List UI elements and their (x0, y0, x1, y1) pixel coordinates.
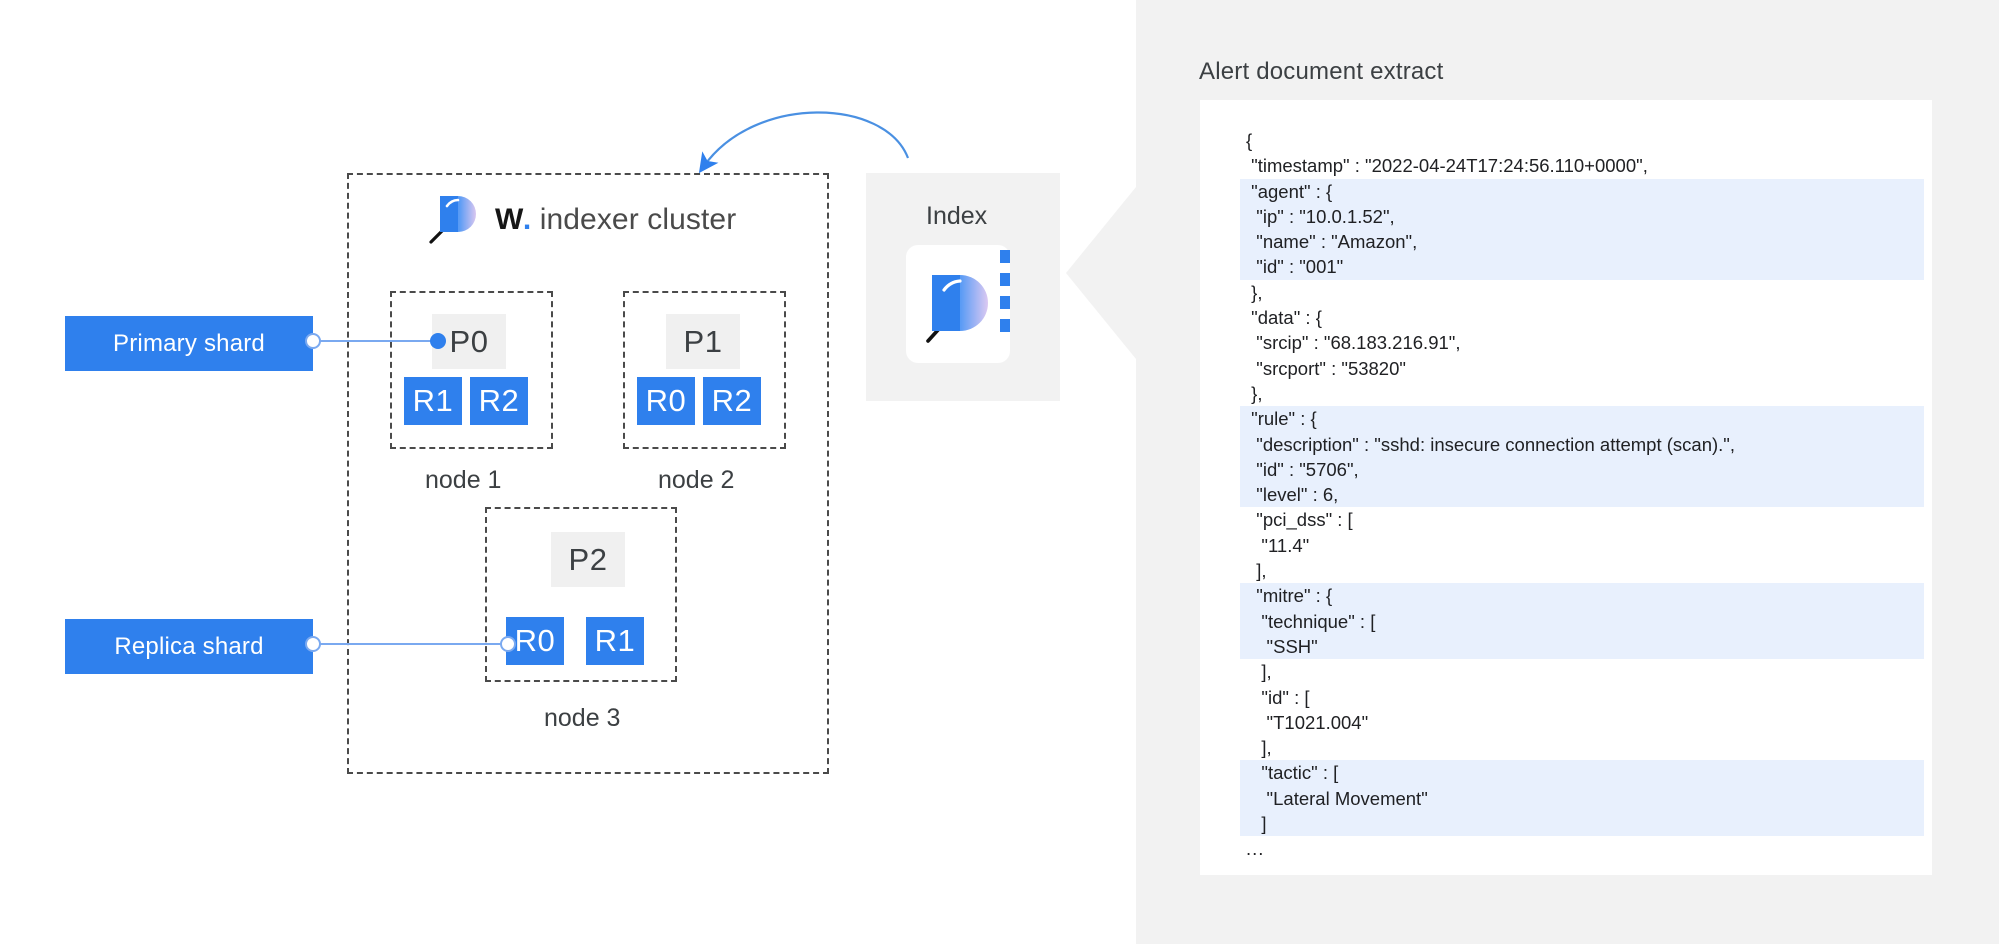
alert-json-card: { "timestamp" : "2022-04-24T17:24:56.110… (1200, 100, 1932, 875)
json-line-27: ] (1240, 811, 1924, 836)
json-line-16: "11.4" (1240, 533, 1924, 558)
json-line-8: "srcip" : "68.183.216.91", (1240, 330, 1924, 355)
primary-connector-start-dot-icon (305, 333, 321, 349)
alert-panel-title: Alert document extract (1199, 58, 1444, 86)
json-ellipsis: ... (1240, 836, 1924, 861)
index-magnifier-icon (906, 245, 1010, 363)
json-line-20: "SSH" (1240, 634, 1924, 659)
cluster-title-text: W. indexer cluster (495, 203, 736, 237)
replica-connector-start-dot-icon (305, 636, 321, 652)
primary-connector-line (313, 340, 436, 342)
json-line-17: ], (1240, 558, 1924, 583)
index-tick-2 (1000, 273, 1010, 286)
brand-dot: . (523, 203, 531, 236)
json-line-22: "id" : [ (1240, 685, 1924, 710)
primary-shard-P1: P1 (666, 314, 740, 369)
cluster-header: W. indexer cluster (425, 192, 736, 248)
json-line-10: }, (1240, 381, 1924, 406)
json-line-3: "ip" : "10.0.1.52", (1240, 204, 1924, 229)
json-line-11: "rule" : { (1240, 406, 1924, 431)
wazuh-magnifier-icon (425, 192, 481, 248)
json-line-7: "data" : { (1240, 305, 1924, 330)
json-line-5: "id" : "001" (1240, 254, 1924, 279)
node-2-label: node 2 (658, 466, 734, 495)
replica-connector-line (313, 643, 506, 645)
json-line-19: "technique" : [ (1240, 609, 1924, 634)
index-label: Index (926, 202, 987, 231)
primary-shard-P2: P2 (551, 532, 625, 587)
json-line-14: "level" : 6, (1240, 482, 1924, 507)
json-line-4: "name" : "Amazon", (1240, 229, 1924, 254)
legend-replica-shard: Replica shard (65, 619, 313, 674)
replica-connector-end-dot-icon (500, 636, 516, 652)
index-tick-1 (1000, 250, 1010, 263)
json-line-21: ], (1240, 659, 1924, 684)
index-card (906, 245, 1010, 363)
replica-shard-R0-node2: R0 (637, 377, 695, 425)
cluster-title-label: indexer cluster (540, 203, 737, 236)
json-line-0: { (1240, 128, 1924, 153)
primary-connector-end-dot-icon (430, 333, 446, 349)
json-line-9: "srcport" : "53820" (1240, 356, 1924, 381)
node-3-label: node 3 (544, 704, 620, 733)
json-line-15: "pci_dss" : [ (1240, 507, 1924, 532)
replica-shard-R1: R1 (404, 377, 462, 425)
node-1-label: node 1 (425, 466, 501, 495)
json-line-2: "agent" : { (1240, 179, 1924, 204)
json-line-23: "T1021.004" (1240, 710, 1924, 735)
left-pointing-chevron-icon (1066, 187, 1136, 359)
json-line-24: ], (1240, 735, 1924, 760)
legend-primary-shard: Primary shard (65, 316, 313, 371)
replica-shard-R2: R2 (470, 377, 528, 425)
json-line-1: "timestamp" : "2022-04-24T17:24:56.110+0… (1240, 153, 1924, 178)
json-line-13: "id" : "5706", (1240, 457, 1924, 482)
json-line-6: }, (1240, 280, 1924, 305)
replica-shard-R2-node2: R2 (703, 377, 761, 425)
index-tick-3 (1000, 296, 1010, 309)
json-line-25: "tactic" : [ (1240, 760, 1924, 785)
index-tick-strip (1000, 250, 1010, 332)
indexer-cluster-box (347, 173, 829, 774)
json-line-12: "description" : "sshd: insecure connecti… (1240, 432, 1924, 457)
index-tick-4 (1000, 319, 1010, 332)
json-line-26: "Lateral Movement" (1240, 786, 1924, 811)
brand-wordmark: W (495, 203, 523, 236)
alert-json-body: { "timestamp" : "2022-04-24T17:24:56.110… (1240, 128, 1924, 862)
json-line-18: "mitre" : { (1240, 583, 1924, 608)
replica-shard-R1-node3: R1 (586, 617, 644, 665)
